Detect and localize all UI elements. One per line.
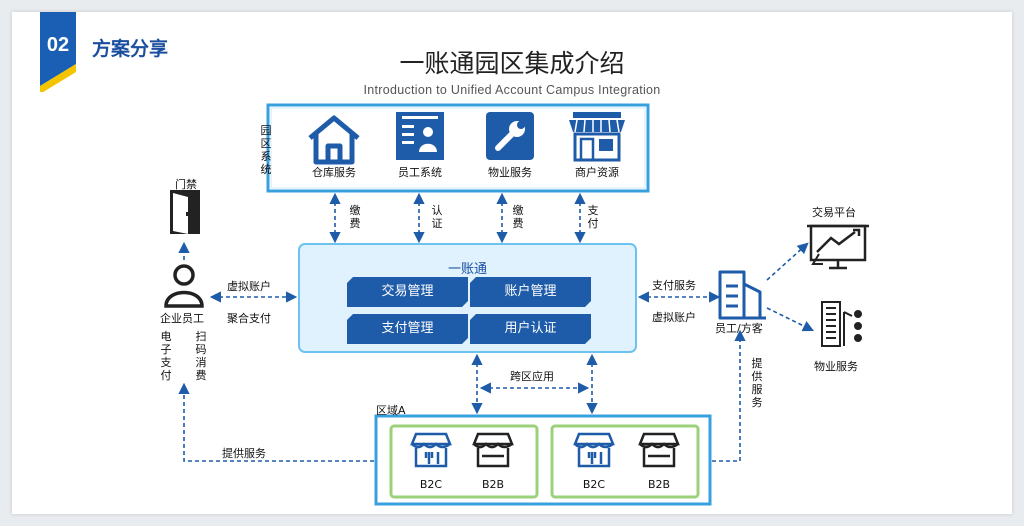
link-staff-property <box>766 307 815 332</box>
employee-system-icon <box>396 112 444 160</box>
slide: 02 方案分享 一账通园区集成介绍 Introduction to Unifie… <box>12 12 1012 514</box>
section-badge <box>40 12 76 92</box>
system-label-employee: 员工系统 <box>398 166 442 179</box>
module-auth[interactable]: 用户认证 <box>470 314 591 344</box>
trading-platform-label: 交易平台 <box>812 206 856 219</box>
label-payment: 支付 <box>587 204 599 230</box>
shop-label-b2b-1: B2B <box>481 478 505 491</box>
user-label: 企业员工 <box>160 312 204 325</box>
provide-service-left-label: 提供服务 <box>222 447 266 460</box>
e-payment-label: 电子支付 <box>160 330 172 382</box>
b2b-shop-icon-1 <box>472 432 514 468</box>
wrench-icon <box>486 112 534 160</box>
module-bg <box>470 314 591 344</box>
staff-guest-label: 员工/方客 <box>715 322 763 335</box>
module-payment[interactable]: 支付管理 <box>347 314 468 344</box>
module-account-label: 账户管理 <box>504 284 557 299</box>
page-title: 一账通园区集成介绍 <box>399 49 625 78</box>
link-region-user <box>178 382 374 462</box>
scan-pay-label: 扫码消费 <box>195 330 207 382</box>
page-subtitle: Introduction to Unified Account Campus I… <box>363 83 661 97</box>
property-service-icon <box>821 301 862 347</box>
system-label-warehouse: 仓库服务 <box>312 166 356 179</box>
system-label-merchant: 商户资源 <box>575 166 619 179</box>
module-payment-label: 支付管理 <box>381 321 434 336</box>
module-auth-label: 用户认证 <box>504 321 557 336</box>
virtual-account-left-label: 虚拟账户 <box>227 280 271 293</box>
section-title: 方案分享 <box>92 38 169 60</box>
region-a-label: 区域A <box>376 404 406 417</box>
virtual-account-right-label: 虚拟账户 <box>652 311 696 324</box>
system-label-property: 物业服务 <box>488 166 532 179</box>
door-label: 门禁 <box>175 178 197 191</box>
person-icon <box>164 264 204 308</box>
cross-region-label: 跨区应用 <box>510 370 554 383</box>
module-bg <box>470 277 591 307</box>
label-auth: 认证 <box>431 204 443 230</box>
payment-service-label: 支付服务 <box>652 279 696 292</box>
b2b-shop-icon-2 <box>638 432 680 468</box>
trading-platform-icon <box>807 224 869 270</box>
staff-building-icon <box>718 270 766 320</box>
shop-label-b2c-1: B2C <box>419 478 443 491</box>
module-account[interactable]: 账户管理 <box>470 277 591 307</box>
module-trade[interactable]: 交易管理 <box>347 277 468 307</box>
b2c-shop-icon-1 <box>410 432 452 468</box>
aggregate-payment-label: 聚合支付 <box>227 312 271 325</box>
door-icon <box>170 190 200 234</box>
link-region-staff <box>712 329 746 462</box>
provide-service-right-label: 提供服务 <box>751 357 763 409</box>
shop-label-b2c-2: B2C <box>582 478 606 491</box>
core-title: 一账通 <box>447 262 487 277</box>
link-staff-trading <box>766 242 809 281</box>
warehouse-house-icon <box>308 115 360 165</box>
label-pay-fee-2: 缴费 <box>512 204 524 230</box>
shop-label-b2b-2: B2B <box>647 478 671 491</box>
property-service-label: 物业服务 <box>814 360 858 373</box>
storefront-icon <box>569 112 625 162</box>
label-pay-fee-1: 缴费 <box>349 204 361 230</box>
module-bg <box>347 314 468 344</box>
b2c-shop-icon-2 <box>573 432 615 468</box>
module-trade-label: 交易管理 <box>381 284 434 299</box>
module-bg <box>347 277 468 307</box>
park-systems-label: 园区系统 <box>260 124 272 176</box>
